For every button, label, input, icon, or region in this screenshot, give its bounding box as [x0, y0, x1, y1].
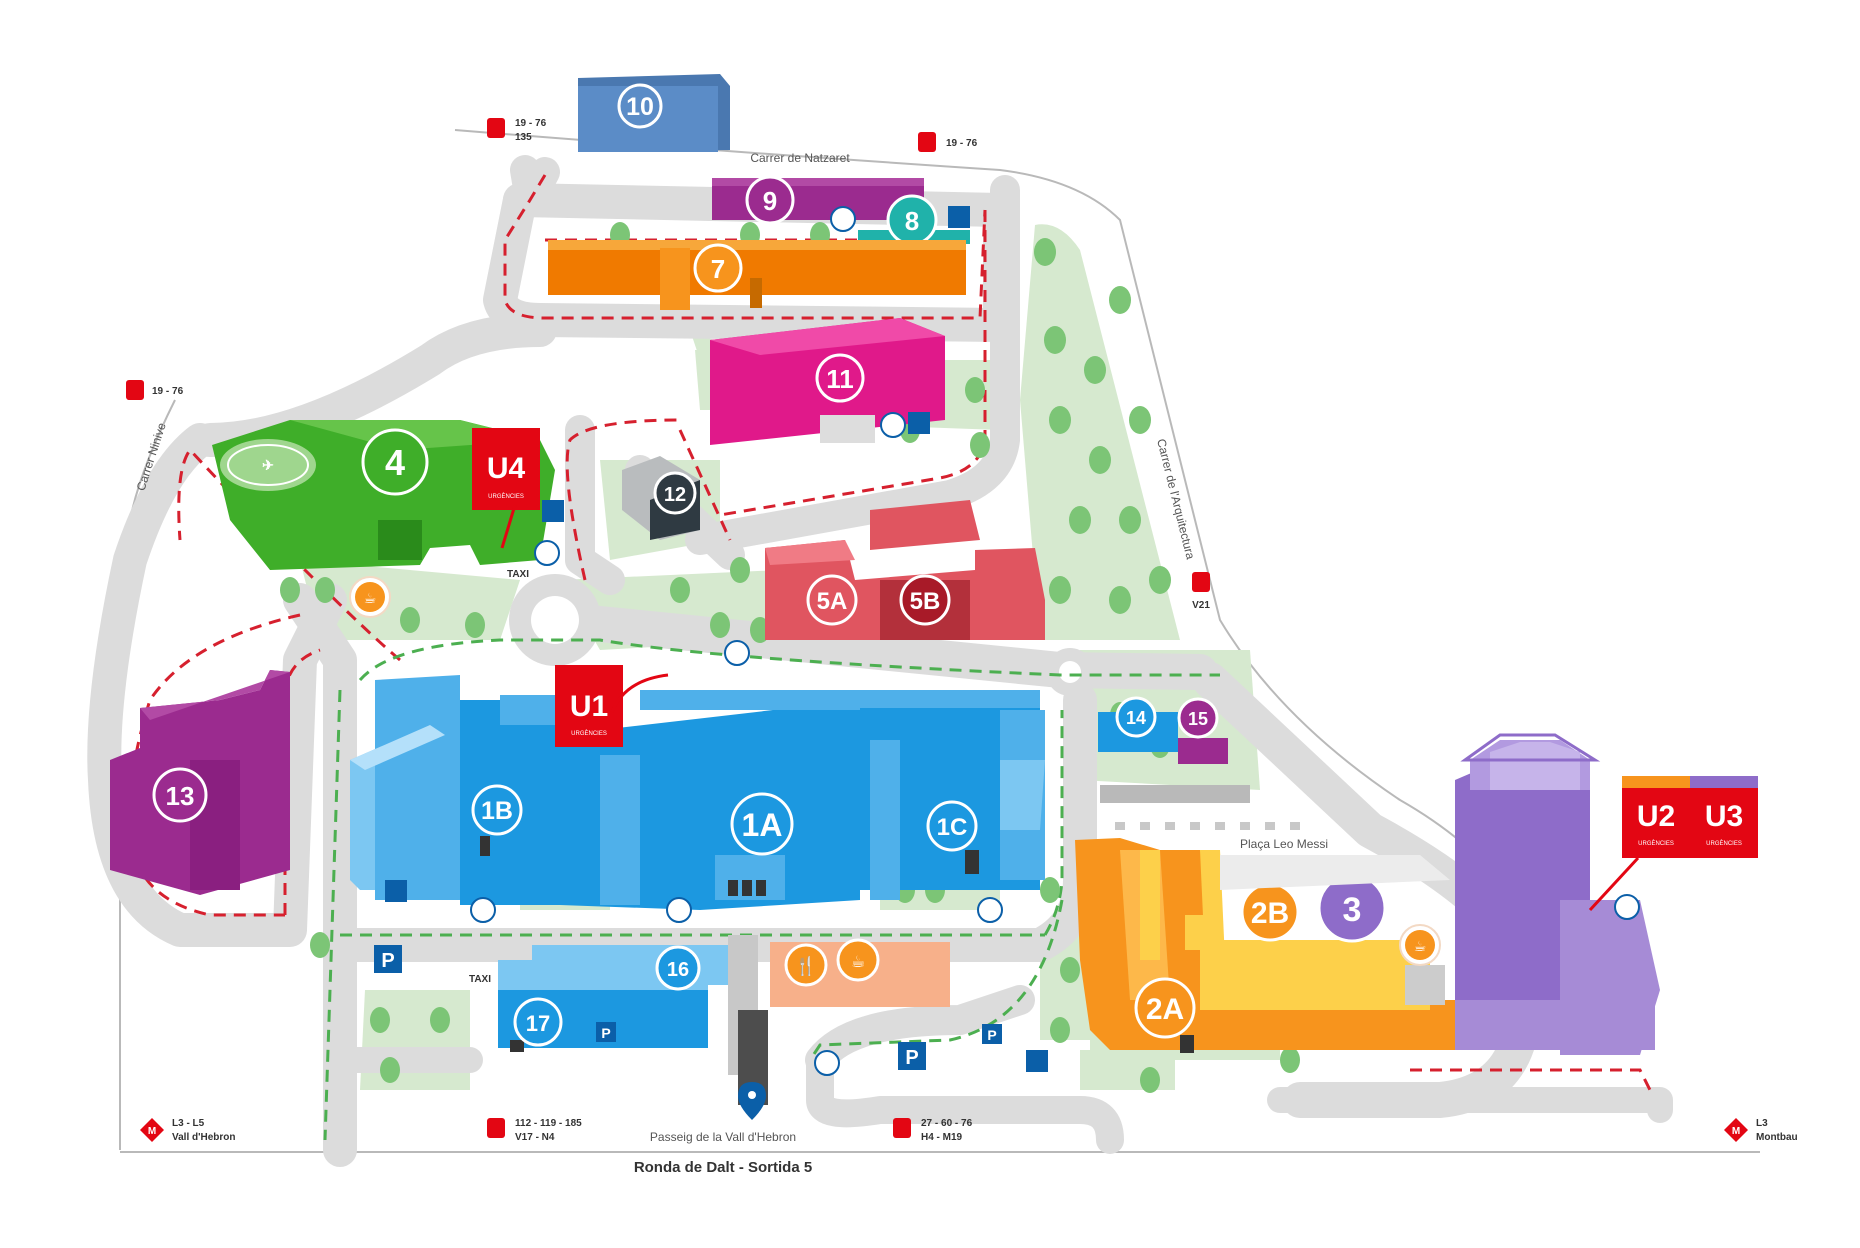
bus-icon-top-right: 19 - 76 [918, 132, 978, 152]
svg-text:M: M [148, 1126, 156, 1137]
building-11-label: 11 [826, 364, 854, 394]
building-7-label: 7 [711, 254, 725, 284]
building-13[interactable]: 13 [110, 670, 290, 895]
building-4-label: 4 [385, 442, 405, 483]
coffee-icon-right: ☕ [1399, 924, 1441, 966]
building-14-label: 14 [1126, 708, 1146, 728]
street-natzaret: Carrer de Natzaret [750, 151, 850, 165]
building-12[interactable]: 12 [622, 456, 700, 540]
building-15[interactable]: 15 [1177, 697, 1228, 764]
bus-icon-bottom-right: 27 - 60 - 76 H4 - M19 [893, 1118, 973, 1143]
svg-text:27 - 60 - 76: 27 - 60 - 76 [921, 1118, 973, 1129]
svg-text:L3 - L5: L3 - L5 [172, 1118, 205, 1129]
restaurant-building[interactable]: 🍴 ☕ [770, 938, 950, 1007]
placa-label: Plaça Leo Messi [1240, 837, 1328, 851]
building-15-label: 15 [1188, 709, 1208, 729]
svg-text:☕: ☕ [364, 591, 377, 607]
building-5b-label: 5B [910, 588, 941, 615]
svg-text:19 - 76: 19 - 76 [946, 138, 978, 149]
building-14[interactable]: 14 [1098, 696, 1178, 752]
cafe-icon: ☕ [851, 952, 865, 971]
accessible-parking-icons [385, 206, 1048, 1072]
u1-sub: URGÈNCIES [571, 730, 607, 737]
parking-sign-left: P [374, 945, 402, 973]
structure-grey [1100, 785, 1250, 803]
taxi-label-bottom: TAXI [469, 974, 491, 985]
u4-sub: URGÈNCIES [488, 493, 524, 500]
building-12-label: 12 [664, 484, 686, 506]
bus-stop-icons [470, 206, 1640, 1076]
building-16-17[interactable]: 16 17 [498, 935, 768, 1105]
svg-text:L3: L3 [1756, 1118, 1768, 1129]
svg-text:19 - 76: 19 - 76 [152, 386, 184, 397]
building-3-label: 3 [1343, 891, 1362, 929]
bus-icon-right: V21 [1192, 572, 1210, 611]
building-8-label: 8 [905, 206, 919, 236]
building-3[interactable]: 3 [1317, 733, 1660, 1055]
svg-text:V21: V21 [1192, 600, 1210, 611]
u1-label: U1 [570, 690, 608, 723]
svg-text:112 - 119 - 185: 112 - 119 - 185 [515, 1118, 582, 1129]
urgencies-u3[interactable]: U3 URGÈNCIES [1588, 776, 1758, 912]
building-7[interactable]: 7 [548, 240, 966, 310]
svg-text:19 - 76: 19 - 76 [515, 118, 547, 129]
building-1-complex[interactable]: 1B 1A 1C [350, 675, 1045, 910]
building-1c-label: 1C [937, 814, 968, 841]
building-10[interactable]: 10 [578, 74, 730, 152]
parking-sign-bottom: P [982, 1024, 1002, 1044]
building-17-label: 17 [526, 1011, 550, 1036]
green-route [323, 638, 1220, 1141]
u3-label: U3 [1705, 800, 1743, 833]
bus-icon-top-left: 19 - 76 135 [487, 118, 547, 143]
bus-icon-left: 19 - 76 [126, 380, 184, 400]
street-ronda: Ronda de Dalt - Sortida 5 [634, 1159, 812, 1176]
building-1b-label: 1B [481, 797, 513, 825]
building-2-complex[interactable]: 2B 2A [1075, 838, 1490, 1053]
building-5[interactable]: 5A 5B [765, 500, 1045, 640]
building-13-label: 13 [166, 781, 195, 811]
street-arquitectura: Carrer de l'Arquitectura [1154, 437, 1198, 561]
bus-icon-bottom-mid: 112 - 119 - 185 V17 - N4 [487, 1118, 582, 1143]
building-1a-label: 1A [742, 807, 783, 843]
svg-text:H4 - M19: H4 - M19 [921, 1132, 963, 1143]
metro-icon-right: M L3 Montbau [1724, 1118, 1798, 1143]
u2-label: U2 [1637, 800, 1675, 833]
building-2b-label: 2B [1251, 897, 1289, 930]
svg-text:P: P [987, 1027, 996, 1043]
street-passeig: Passeig de la Vall d'Hebron [650, 1130, 796, 1144]
coffee-icon-left: ☕ [349, 576, 391, 618]
urgencies-u1[interactable]: U1 URGÈNCIES [555, 665, 669, 747]
building-11[interactable]: 11 [710, 318, 945, 445]
building-16-label: 16 [667, 959, 689, 981]
taxi-label-top: TAXI [507, 569, 529, 580]
u3-sub: URGÈNCIES [1706, 840, 1742, 847]
svg-text:P: P [905, 1047, 918, 1069]
urgencies-u4[interactable]: U4 URGÈNCIES [472, 428, 540, 549]
placa-area [1220, 855, 1450, 890]
u2-sub: URGÈNCIES [1638, 840, 1674, 847]
metro-icon-left: M L3 - L5 Vall d'Hebron [140, 1118, 236, 1143]
urgencies-u2[interactable]: U2 URGÈNCIES [1622, 776, 1690, 858]
svg-text:V17 - N4: V17 - N4 [515, 1132, 555, 1143]
parking-sign-17: P [596, 1022, 616, 1042]
svg-text:P: P [601, 1025, 610, 1041]
svg-text:M: M [1732, 1126, 1740, 1137]
svg-text:☕: ☕ [1414, 939, 1427, 955]
building-5a-label: 5A [817, 588, 848, 615]
building-10-label: 10 [626, 93, 654, 121]
u4-label: U4 [487, 452, 526, 485]
svg-text:Montbau: Montbau [1756, 1132, 1798, 1143]
restaurant-icon: 🍴 [795, 955, 817, 977]
svg-text:Vall d'Hebron: Vall d'Hebron [172, 1132, 236, 1143]
building-9-label: 9 [763, 186, 777, 216]
location-pin-icon [738, 1082, 766, 1120]
parking-sign-mid: P [898, 1042, 926, 1070]
building-2a-label: 2A [1146, 993, 1184, 1026]
svg-text:✈: ✈ [262, 457, 274, 473]
parking-strip [1115, 822, 1300, 830]
building-9[interactable]: 9 [712, 175, 924, 225]
svg-text:135: 135 [515, 132, 532, 143]
svg-text:P: P [381, 950, 394, 972]
